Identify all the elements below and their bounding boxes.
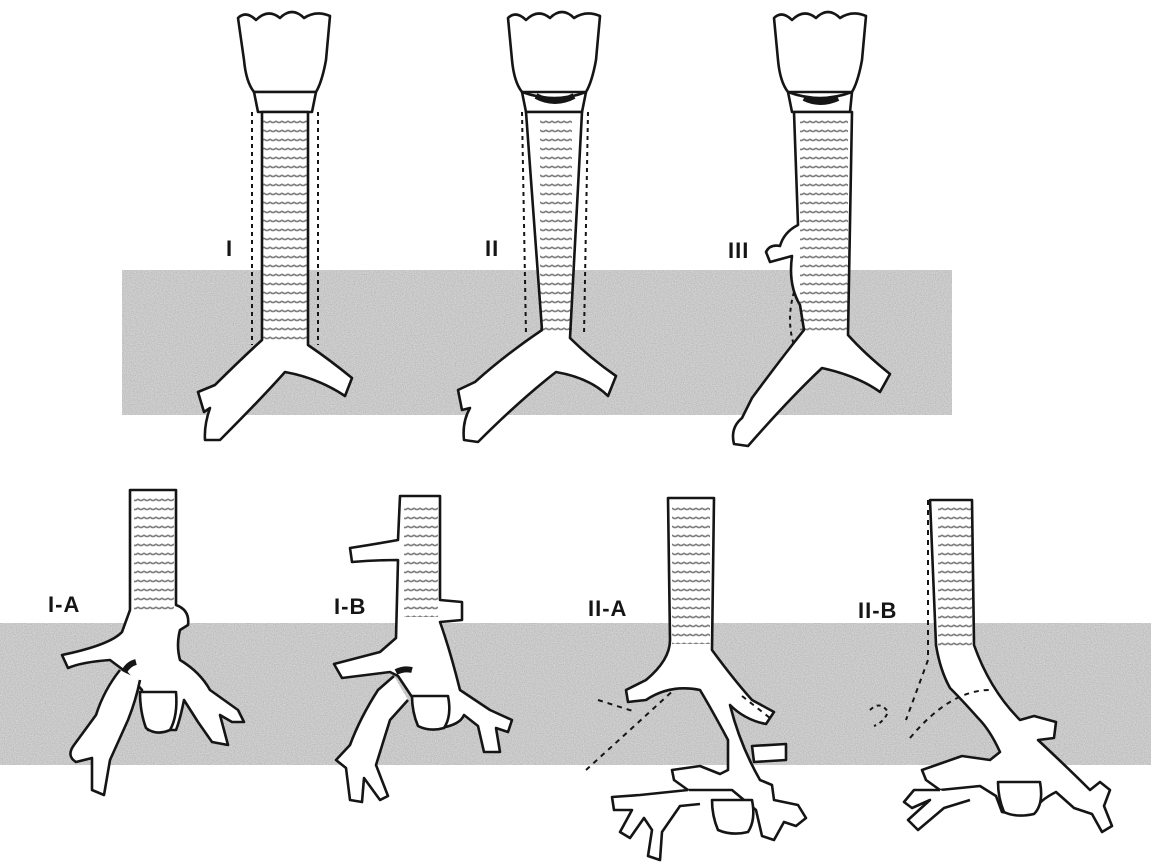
label-type-2: II — [485, 236, 499, 262]
label-type-2a: II-A — [588, 596, 627, 622]
label-type-1b: I-B — [334, 594, 366, 620]
label-type-2b: II-B — [858, 598, 897, 624]
label-type-1: I — [226, 236, 233, 262]
label-type-1a: I-A — [48, 592, 80, 618]
diagram-type-2 — [458, 12, 616, 442]
label-type-3: III — [728, 238, 749, 264]
